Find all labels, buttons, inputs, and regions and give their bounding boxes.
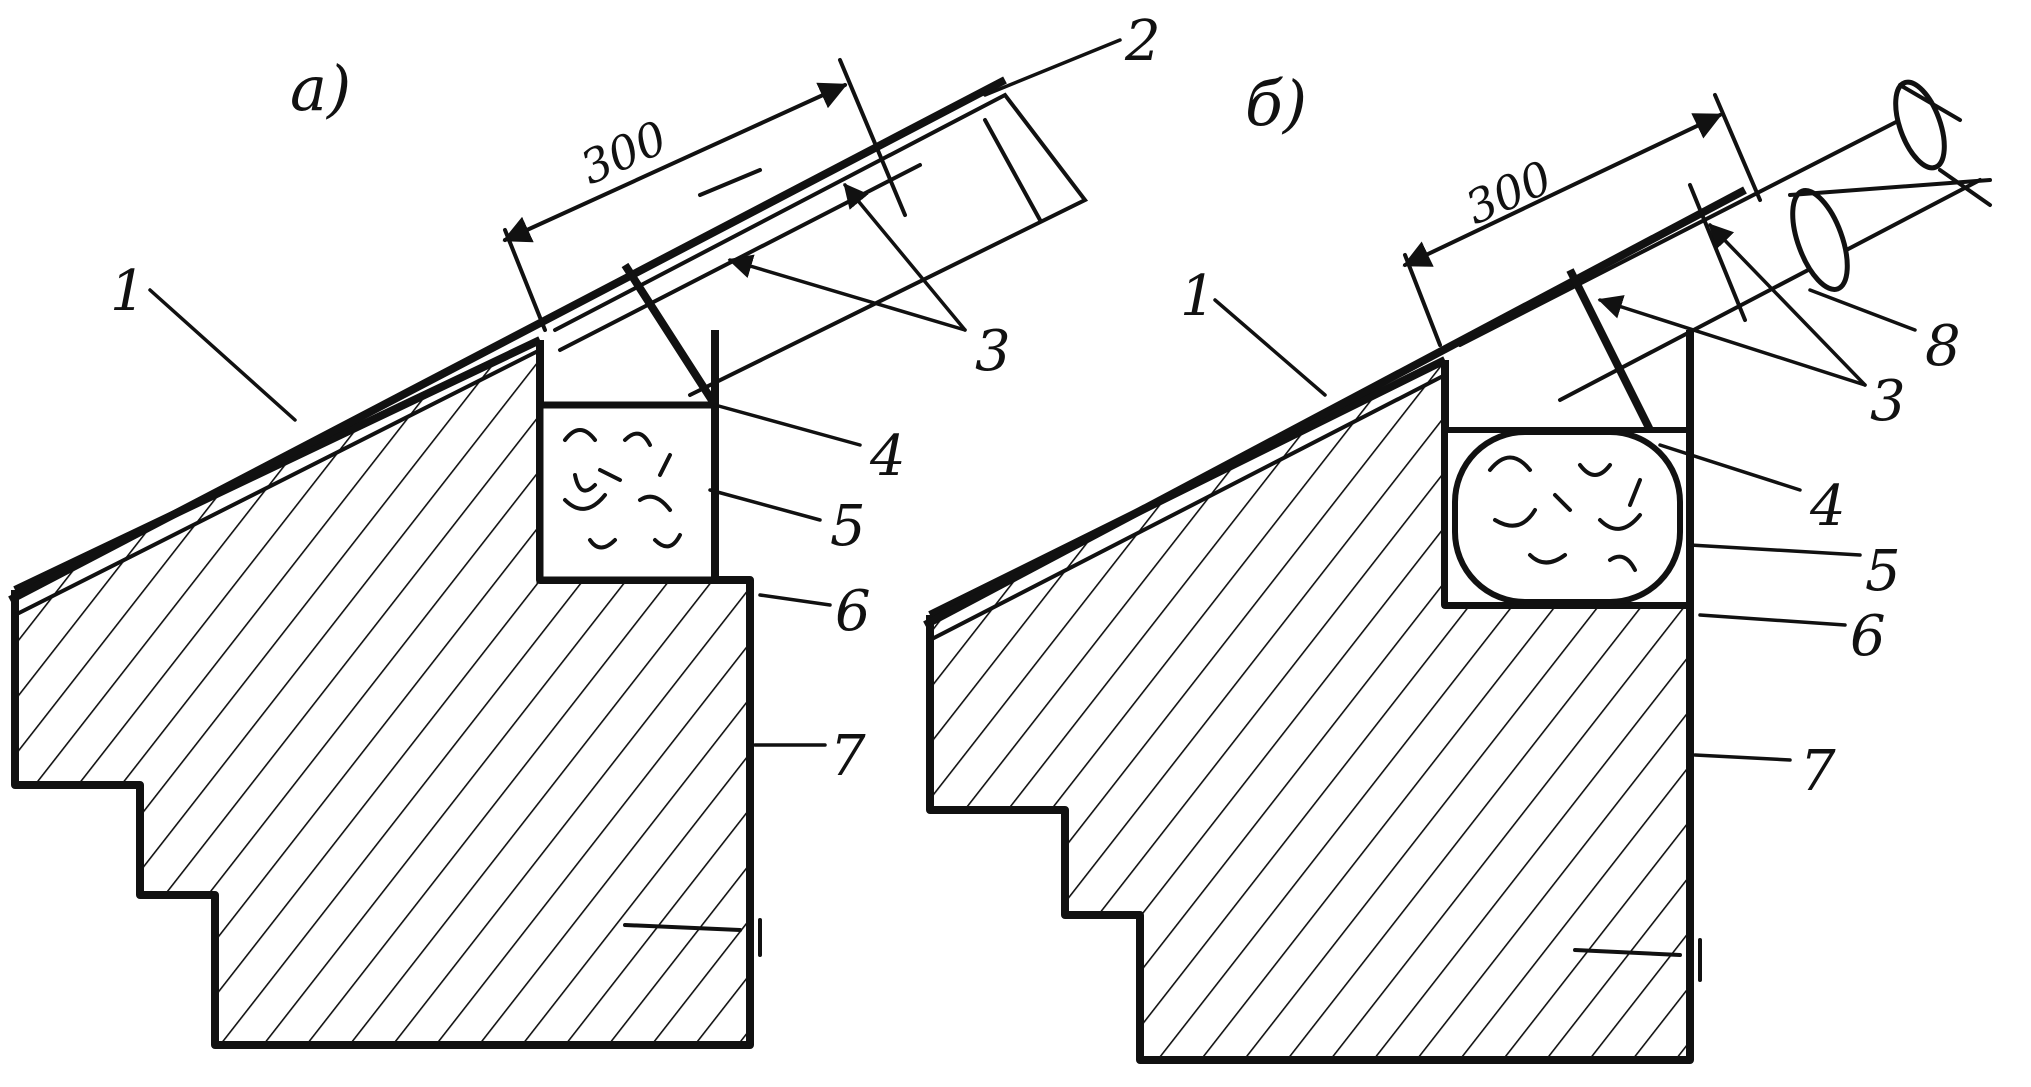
- callout-7-b: 7: [1800, 739, 1836, 804]
- leader-6-a: [758, 593, 832, 607]
- leader-1-b: [1213, 298, 1327, 397]
- leader-3a-a: [843, 183, 967, 332]
- wall-body-a: [15, 340, 750, 1045]
- wedge-a: [621, 262, 719, 580]
- callout-8-b: 8: [1925, 314, 1961, 379]
- leader-7-b: [1693, 753, 1792, 762]
- log-end-lower-b: [1790, 188, 1850, 292]
- wall-body-b: [930, 360, 1690, 1060]
- callout-6-b: 6: [1850, 604, 1886, 669]
- log-body-b: [1788, 83, 1992, 207]
- roof-deck-under-b: [928, 373, 1447, 642]
- callout-4-a: 4: [869, 424, 906, 489]
- leader-4-b: [1658, 443, 1802, 492]
- callout-3-b: 3: [1870, 369, 1906, 434]
- leader-5-a: [708, 488, 822, 522]
- insulation-log-b: [1452, 429, 1683, 605]
- leader-8-b: [1808, 288, 1917, 332]
- leader-3a-b: [1708, 223, 1867, 387]
- roof-deck-under-a: [13, 348, 542, 617]
- callout-4-b: 4: [1809, 474, 1846, 539]
- insulation-texture-b: [1488, 455, 1642, 572]
- callout-6-a: 6: [835, 579, 871, 644]
- insulation-texture-a: [563, 428, 682, 550]
- leader-3b-b: [1597, 295, 1867, 387]
- leader-6-b: [1698, 613, 1847, 627]
- insulation-block-a: [536, 401, 719, 584]
- leader-3b-a: [727, 254, 967, 332]
- panel-label-a: a): [290, 52, 351, 125]
- wedge-b: [1566, 268, 1694, 605]
- log-end-upper-b: [1893, 79, 1947, 171]
- callout-3-a: 3: [975, 319, 1011, 384]
- callout-1-b: 1: [1180, 264, 1216, 329]
- callout-2-a: 2: [1124, 9, 1161, 74]
- callout-5-a: 5: [830, 494, 866, 559]
- leader-4-a: [713, 403, 862, 447]
- callout-5-b: 5: [1865, 539, 1901, 604]
- rafter-inner-a: [558, 163, 922, 352]
- nail-b: [1573, 938, 1702, 982]
- leader-5-b: [1688, 543, 1862, 557]
- dimension-label-a: 300: [573, 110, 675, 195]
- leader-1-a: [148, 288, 297, 422]
- dimension-label-b: 300: [1458, 150, 1560, 235]
- panel-b: 300 б) 1 3 4 5 6 7 8: [923, 67, 1992, 1064]
- callout-1-a: 1: [110, 259, 146, 324]
- dimension-300-b: 300: [1402, 93, 1762, 347]
- nail-a: [623, 918, 762, 957]
- leader-2-a: [983, 38, 1122, 97]
- panel-label-b: б): [1245, 67, 1307, 140]
- callout-7-a: 7: [830, 724, 866, 789]
- panel-a: 300 a) 1 2 3 4 5 6 7: [8, 9, 1161, 1049]
